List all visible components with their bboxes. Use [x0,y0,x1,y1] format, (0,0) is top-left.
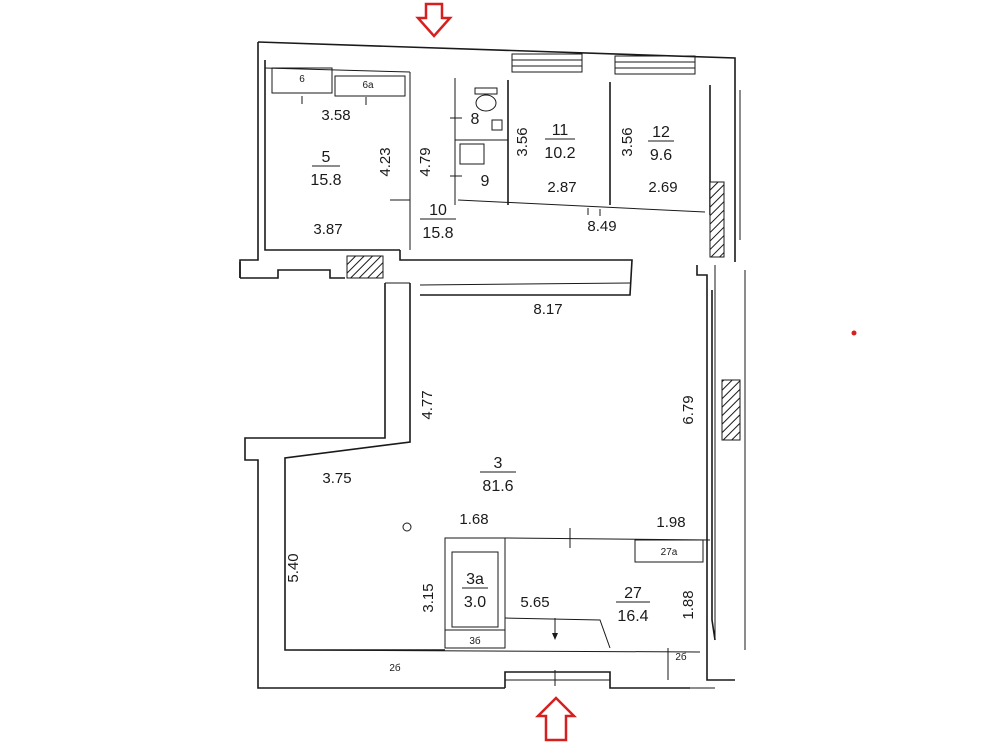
red-dot-marker [851,330,857,336]
dim-1-68: 1.68 [459,511,488,528]
room-area: 9.6 [650,147,672,164]
room-number: 3a [466,571,484,588]
toilet-icon [474,87,498,112]
outer-walls [239,41,746,689]
dim-4-79: 4.79 [417,147,434,176]
label-6: 6 [299,74,305,85]
entrance-arrow-up-icon [534,696,578,742]
dim-8-17: 8.17 [533,301,562,318]
dim-1-98: 1.98 [656,514,685,531]
dim-3-56-a: 3.56 [514,127,531,156]
room-number: 12 [652,124,670,141]
room-area: 15.8 [422,225,453,242]
dim-1-88: 1.88 [680,590,697,619]
hatched-columns [346,181,741,441]
label-2b-left: 2б [389,662,401,674]
label-2b-right: 2б [675,651,687,663]
label-8: 8 [471,111,480,128]
room-27: 27 16.4 [616,585,650,625]
entrance-arrow-down-icon [415,2,453,38]
dim-2-87: 2.87 [547,179,576,196]
small-labels: 6 6a 8 9 27a 3б 2б 2б [299,74,687,674]
room-number: 10 [429,202,447,219]
dim-5-40: 5.40 [285,553,302,582]
dim-5-65: 5.65 [520,594,549,611]
dim-8-49: 8.49 [587,218,616,235]
room-area: 10.2 [544,145,575,162]
interior-walls [271,67,711,680]
dim-3-87: 3.87 [313,221,342,238]
room-12: 12 9.6 [648,124,674,164]
room-area: 15.8 [310,172,341,189]
shower-icon [459,143,485,165]
room-11: 11 10.2 [544,122,575,162]
room-number: 5 [322,149,331,166]
sink-icon [491,119,503,131]
label-6a: 6a [362,80,374,91]
room-number: 3 [494,455,503,472]
room-3a: 3a 3.0 [462,571,488,611]
room-area: 16.4 [617,608,648,625]
room-area: 81.6 [482,478,513,495]
dimension-labels: 3.58 4.23 3.87 4.79 3.56 2.87 3.56 2.69 … [285,107,697,620]
room-10: 10 15.8 [420,202,456,242]
dim-2-69: 2.69 [648,179,677,196]
dim-4-77: 4.77 [419,390,436,419]
windows [511,53,696,75]
dim-4-23: 4.23 [377,147,394,176]
room-5: 5 15.8 [310,149,341,189]
label-3b: 3б [469,635,481,647]
dimension-ticks [301,96,601,686]
label-27a: 27a [661,547,678,558]
dim-3-75: 3.75 [322,470,351,487]
dim-3-56-b: 3.56 [619,127,636,156]
room-number: 11 [552,122,569,139]
dim-6-79: 6.79 [680,395,697,424]
room-3: 3 81.6 [480,455,516,495]
room-number: 27 [624,585,642,602]
label-9: 9 [481,173,490,190]
dim-3-58: 3.58 [321,107,350,124]
dim-3-15: 3.15 [420,583,437,612]
room-area: 3.0 [464,594,486,611]
